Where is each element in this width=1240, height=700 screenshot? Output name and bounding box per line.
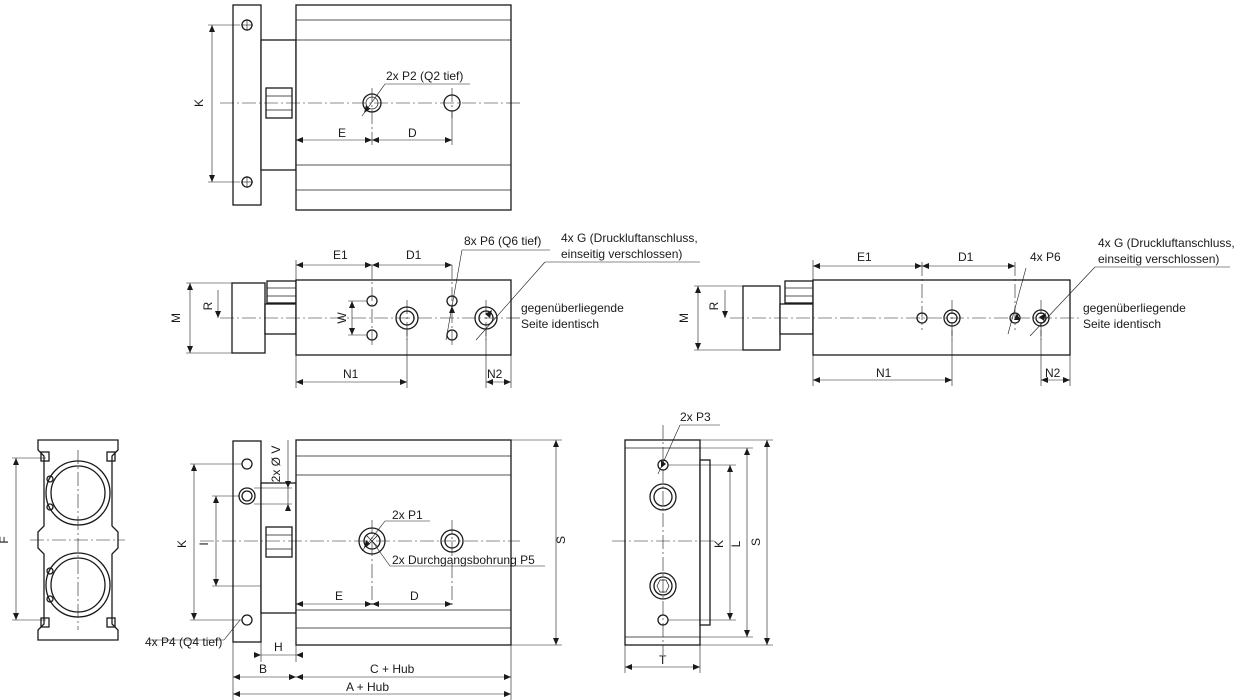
dimension-label-N1: N1 <box>343 367 359 381</box>
callout-G-line1: 4x G (Druckluftanschluss, <box>561 231 698 245</box>
main-end-plate <box>232 440 262 643</box>
dimension-label-R: R <box>201 301 215 310</box>
dimension-label-L: L <box>729 540 743 547</box>
dimension-label-N1: N1 <box>876 366 892 380</box>
note-opposite-line2: Seite identisch <box>1083 317 1161 331</box>
callout-P2: 2x P2 (Q2 tief) <box>386 69 463 83</box>
callout-P1: 2x P1 <box>392 508 423 522</box>
top-view-cylinder-body <box>295 4 512 211</box>
dimension-label-D1: D1 <box>406 248 422 262</box>
dimension-label-S: S <box>749 538 763 546</box>
hex-nut <box>265 526 293 558</box>
side-view-left: M R W E1 D1 8x P6 (Q6 tief) 4x G (Druckl… <box>169 231 700 388</box>
dimension-label-C: C + Hub <box>370 662 415 676</box>
dimension-label-N2: N2 <box>487 367 503 381</box>
dimension-label-D: D <box>410 589 419 603</box>
dimension-label-V: 2x Ø V <box>269 446 283 483</box>
hex-nut <box>784 280 814 304</box>
callout-P6: 4x P6 <box>1030 250 1061 264</box>
dimension-label-K: K <box>175 540 189 548</box>
main-cylinder-body <box>295 439 512 646</box>
dimension-label-E: E <box>335 589 343 603</box>
dimension-label-M: M <box>677 313 691 323</box>
dimension-label-I: I <box>197 542 211 545</box>
note-opposite-line1: gegenüberliegende <box>521 301 624 315</box>
main-view: 2x Ø V K I S 2x P1 2x Durchgangsbohrung … <box>145 439 568 700</box>
bore-circle <box>649 572 677 600</box>
callout-P3: 2x P3 <box>680 410 711 424</box>
note-opposite-line2: Seite identisch <box>521 317 599 331</box>
dimension-label-F: F <box>0 536 11 543</box>
dimension-label-K: K <box>192 99 206 107</box>
side-cylinder-body <box>812 279 1071 356</box>
hex-nut <box>266 280 297 304</box>
side-view-right: M R E1 D1 4x P6 4x G (Druckluftanschluss… <box>677 236 1235 386</box>
callout-P6: 8x P6 (Q6 tief) <box>464 234 541 248</box>
rear-view-body <box>624 439 701 646</box>
dimension-label-K: K <box>712 540 726 548</box>
callout-G-line2: einseitig verschlossen) <box>1098 252 1219 266</box>
end-view: F <box>0 439 125 641</box>
note-opposite-line1: gegenüberliegende <box>1083 301 1186 315</box>
callout-G-line2: einseitig verschlossen) <box>561 247 682 261</box>
dimension-label-E1: E1 <box>857 250 872 264</box>
dimension-label-T: T <box>659 653 667 667</box>
rear-view: 2x P3 K L S T <box>612 410 773 673</box>
dimension-label-D: D <box>408 126 417 140</box>
dimension-label-E1: E1 <box>333 248 348 262</box>
dimension-label-R: R <box>707 301 721 310</box>
top-view-end-plate <box>232 4 262 206</box>
dimension-label-B: B <box>259 662 267 676</box>
dimension-label-D1: D1 <box>958 250 974 264</box>
callout-P5: 2x Durchgangsbohrung P5 <box>392 553 535 567</box>
top-view: K 2x P2 (Q2 tief) E D <box>192 4 520 211</box>
dimension-label-A: A + Hub <box>346 680 389 694</box>
dimension-label-E: E <box>338 126 346 140</box>
dimension-label-W: W <box>335 312 349 324</box>
dimension-label-M: M <box>169 313 183 323</box>
side-cylinder-body <box>295 279 512 356</box>
piston-rod <box>264 303 297 335</box>
callout-P4: 4x P4 (Q4 tief) <box>145 635 222 649</box>
callout-G-line1: 4x G (Druckluftanschluss, <box>1098 236 1235 250</box>
dimension-label-N2: N2 <box>1045 366 1061 380</box>
piston-rod <box>779 303 814 335</box>
rear-view-rail <box>699 459 711 626</box>
dimension-label-H: H <box>274 640 283 654</box>
dimension-label-S: S <box>554 536 568 544</box>
